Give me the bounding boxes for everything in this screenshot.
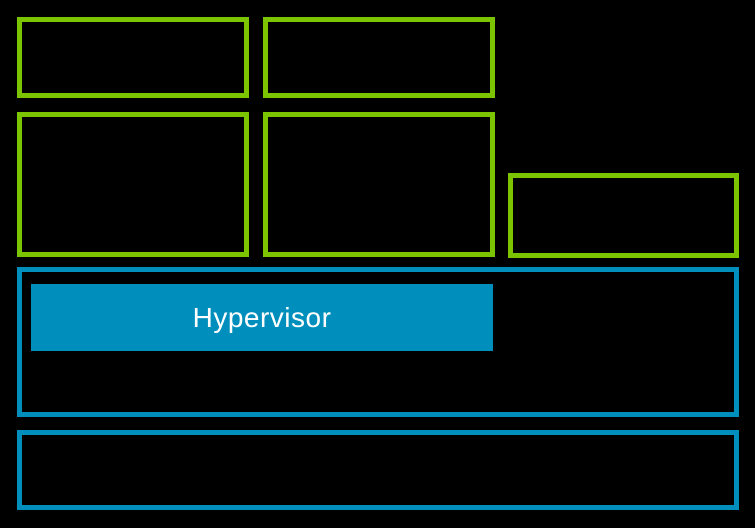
green-outline-box-middle-left xyxy=(17,112,249,257)
bottom-layer-container xyxy=(17,430,739,510)
green-outline-box-top-left xyxy=(17,17,249,98)
green-outline-box-right xyxy=(508,173,739,258)
green-outline-box-top-right xyxy=(263,17,495,98)
hypervisor-bar: Hypervisor xyxy=(31,284,493,351)
hypervisor-label: Hypervisor xyxy=(192,301,332,333)
hypervisor-layer-container xyxy=(17,267,739,417)
green-outline-box-middle-right xyxy=(263,112,495,257)
